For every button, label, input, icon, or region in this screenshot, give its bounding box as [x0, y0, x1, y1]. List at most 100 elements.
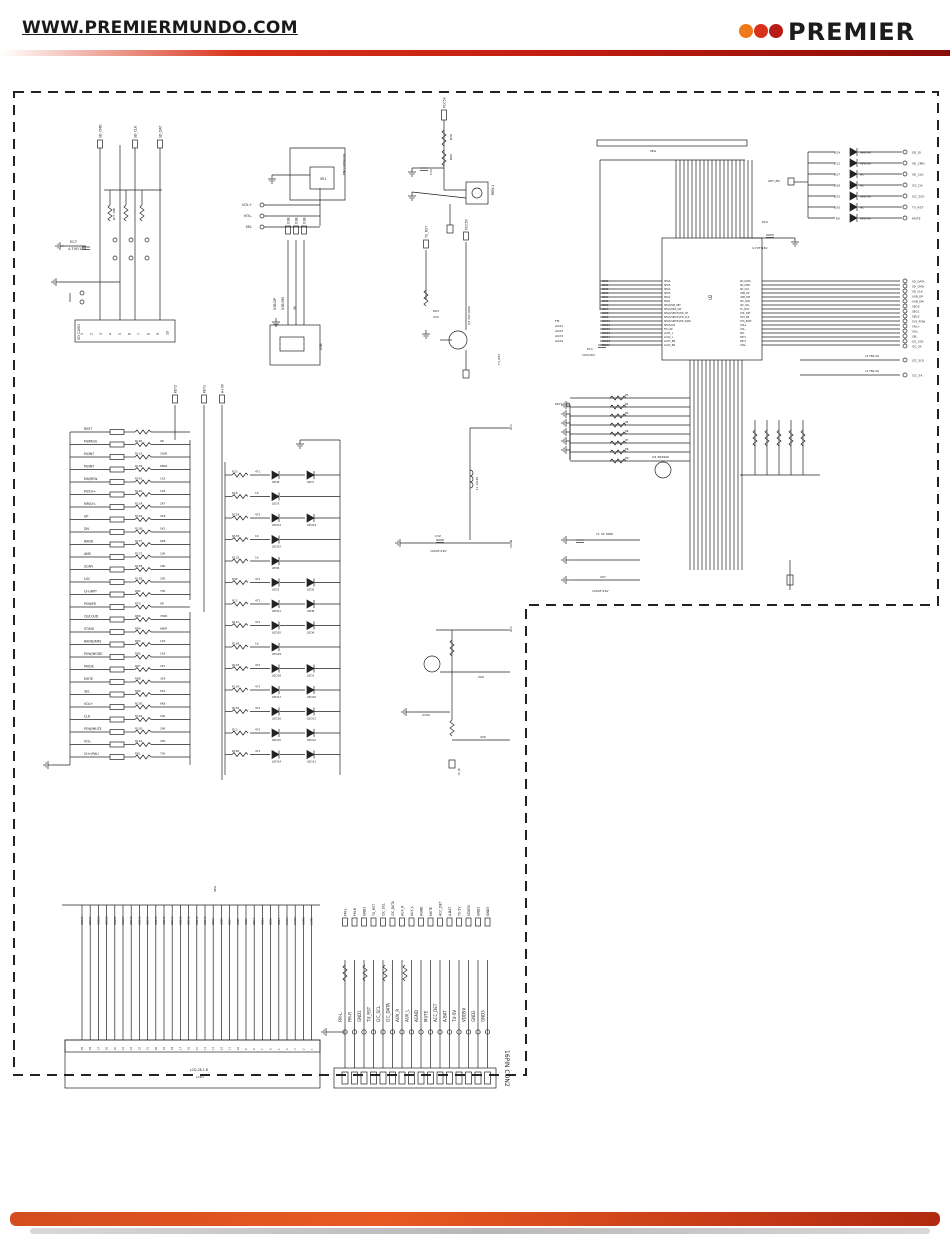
key-res-val: 5K1 — [160, 527, 166, 531]
con2-pin — [427, 1071, 434, 1085]
ic-right-pin-label: I2C_SCL — [740, 304, 750, 307]
diode-out-net: SD_CLK — [912, 173, 924, 177]
encoder-ref: VR1 — [320, 177, 326, 181]
ic-out-net: I2C_SCK — [912, 359, 925, 363]
key-res-ref: R130 — [135, 727, 143, 731]
website-url[interactable]: WWW.PREMIERMUNDO.COM — [22, 18, 298, 38]
key-resistor — [134, 516, 152, 523]
lcd-pin-num: 13 — [212, 1046, 215, 1050]
key-resistor — [134, 479, 152, 485]
led-name: LED7 — [307, 480, 314, 484]
con2-pin — [474, 1071, 482, 1085]
key-resistor — [134, 491, 152, 498]
lcd-seg-name: SEG5 — [244, 918, 248, 925]
logo-dot-red-1 — [754, 24, 768, 38]
led-name: LED2 — [272, 588, 279, 592]
key-res-val: 1K5 — [160, 489, 166, 493]
sd-junction — [144, 237, 150, 243]
key-res-val: 1K2 — [160, 477, 166, 481]
lcd-seg-name: SEG7 — [228, 918, 232, 925]
led-LED3 — [271, 491, 280, 502]
ic-out-net: VOL- — [912, 330, 919, 334]
ic-out-terminal — [902, 333, 908, 339]
led-name: LED18 — [272, 674, 281, 678]
usb-ref: USB — [319, 343, 323, 350]
lcd-pin-num: 27 — [97, 1046, 100, 1050]
q3-out-net: TU_RST — [497, 353, 501, 366]
sd-cap-ref: EC7 — [70, 240, 77, 244]
lcd-pin-num: 24 — [122, 1046, 125, 1050]
key-res-ref: R142 — [135, 739, 143, 743]
ir-res-r78 — [441, 129, 447, 147]
sd-card-pin: 5 — [118, 333, 122, 335]
con2-net-flag — [418, 917, 424, 927]
led-res-val: 471 — [255, 620, 261, 624]
ic-out-terminal — [902, 293, 908, 299]
ic-left-pin-label: FM_LIN — [664, 328, 673, 331]
key-res-val: 6K8 — [160, 702, 166, 706]
key-res-val: 10K — [160, 552, 166, 556]
led-LED2 — [271, 577, 280, 588]
ic-out-net: SEL — [912, 335, 918, 339]
key-res-ref: R82 — [135, 589, 141, 593]
diode-out-terminal — [902, 193, 908, 199]
lcd-seg-name: SEG20 — [121, 916, 125, 925]
sd-card-pin: 6 — [128, 333, 132, 335]
ic-out-net: I2C_SCK — [912, 340, 924, 344]
key-res-val: 680R — [160, 627, 167, 631]
usb-net-flag: USB — [303, 217, 307, 224]
con2-pin-terminal — [437, 1029, 443, 1035]
pullup-res — [776, 429, 782, 447]
led-name: LED16 — [272, 717, 281, 721]
led-resistor — [231, 730, 249, 736]
ir-lens — [471, 187, 483, 199]
ic-out-net: I2C_SA — [912, 345, 922, 349]
diode-D5 — [849, 213, 858, 223]
ic-left-pin-label: SEG0/SW_SET — [664, 304, 681, 307]
key-resistor — [134, 691, 152, 698]
ic-left-net: SEG13 — [602, 332, 610, 335]
diode-ref: D28 — [834, 184, 840, 188]
sd-test-pad — [79, 299, 85, 305]
key-name: CH-/RPT — [84, 590, 97, 594]
lcd-pin-num: 17 — [179, 1046, 182, 1050]
ic-right-pin-label: VOL- — [740, 328, 746, 331]
key-name: ST/MO — [84, 627, 95, 631]
con2-pin-terminal — [465, 1029, 472, 1035]
key-res-ref: R133 — [135, 452, 143, 456]
con2-net-flag: FM-R — [353, 907, 357, 916]
ec2-val: 4.7UF/16V — [752, 246, 769, 250]
led-LED6 — [271, 556, 280, 566]
con2-pin-terminal — [484, 1029, 491, 1035]
ic-out-net: VOL+ — [912, 325, 921, 329]
con2-net-flag — [361, 917, 367, 927]
key-name: POWER — [84, 602, 97, 606]
key-resistor — [134, 454, 152, 460]
key-res-ref: R81 — [135, 752, 141, 756]
diode-part: NC — [860, 206, 864, 210]
ic-left-pin-label: SEG6 — [664, 280, 671, 283]
opt-en-flag — [787, 177, 795, 186]
led-res-ref: R124 — [232, 513, 240, 517]
key-ladder-ref: R6 — [625, 429, 629, 433]
ic-input-net: AUX2 — [555, 329, 563, 333]
lcd-pin-num: 23 — [130, 1046, 133, 1050]
sd-net-flag — [157, 139, 163, 149]
key-res-ref: R86 — [135, 614, 141, 618]
key-switch — [109, 629, 125, 635]
sd-net-flag: SD_DAT — [159, 126, 163, 138]
led-res-ref: R133 — [232, 534, 240, 538]
led-LED8 — [271, 470, 280, 480]
key-res-ref: R89 — [135, 689, 141, 693]
led-res-val: 471 — [255, 706, 261, 710]
key-res-ref: R160 — [135, 439, 143, 443]
usb-net-flag — [285, 225, 291, 235]
led-LED9 — [306, 620, 315, 631]
led-name: LED6 — [272, 566, 279, 570]
key-switch — [109, 529, 125, 535]
ic-right-pin-label: VOL_RST — [740, 312, 751, 315]
diode-out-net: I2C_SCK — [912, 195, 925, 199]
sd-junction — [128, 237, 134, 243]
lcd-pin-num: 2 — [302, 1048, 305, 1050]
ic-left-pin-label: AUX1_L — [664, 332, 674, 335]
